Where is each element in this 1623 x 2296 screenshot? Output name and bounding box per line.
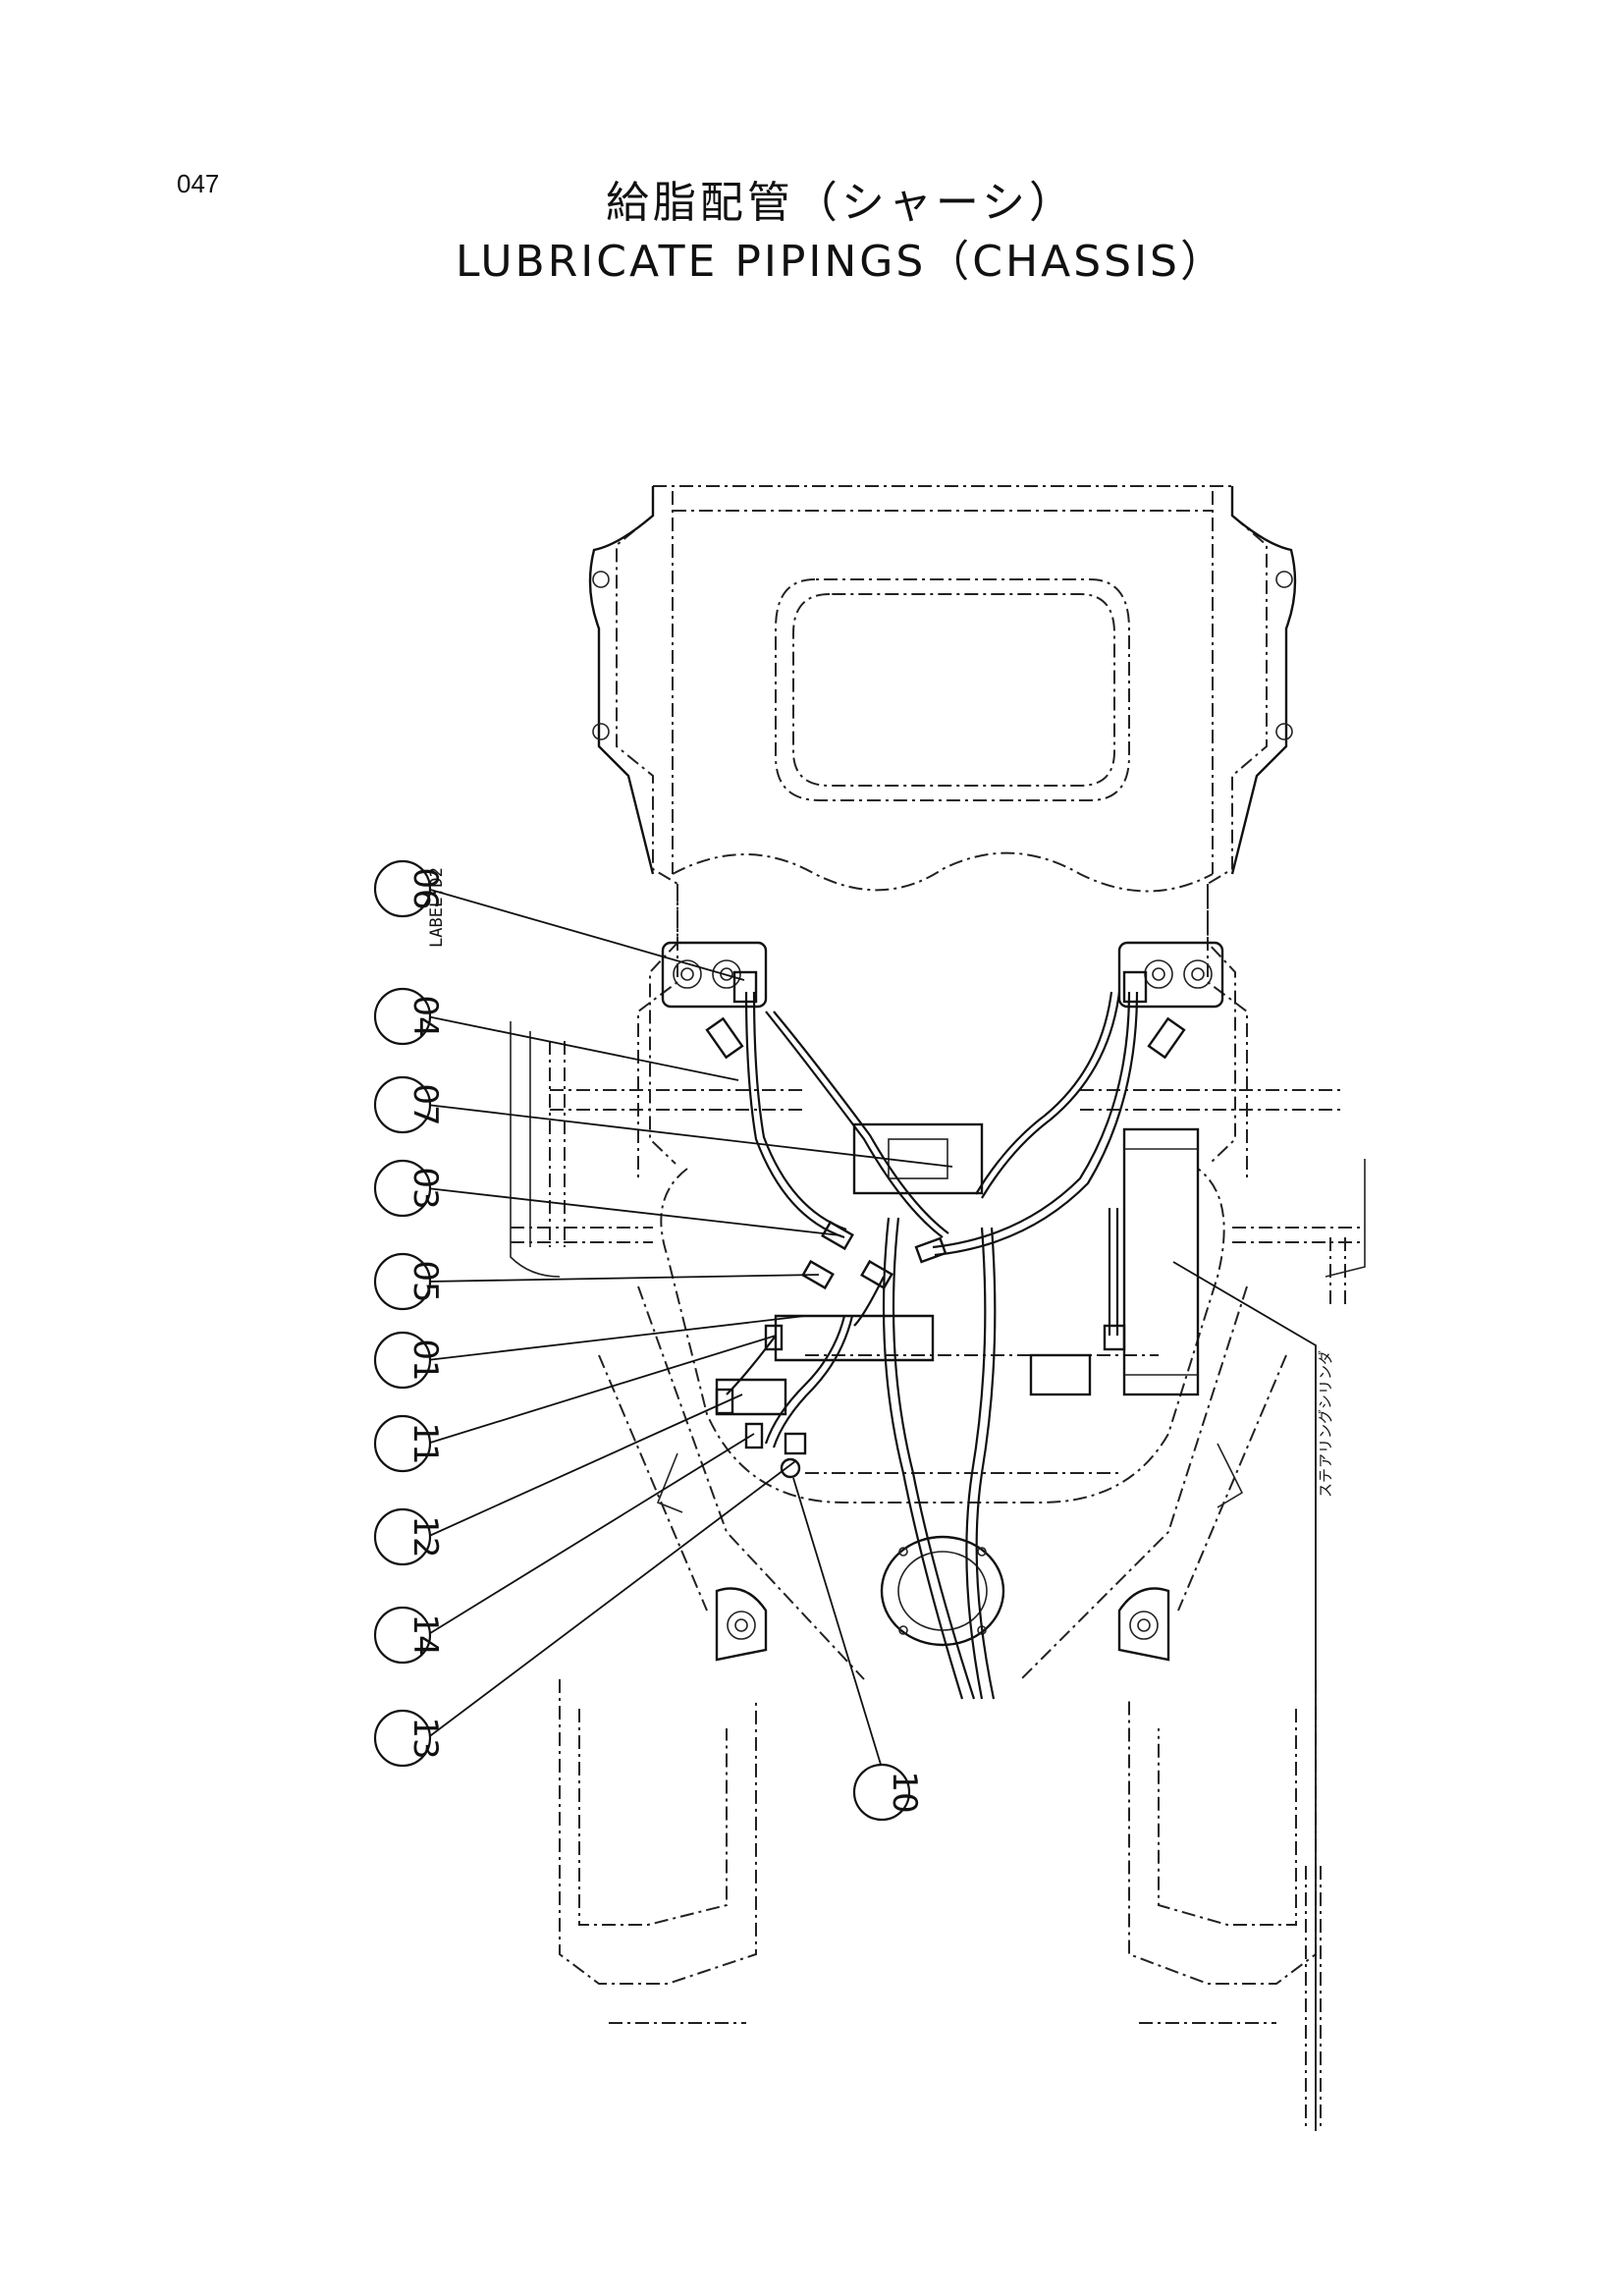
page-number: 047 — [177, 169, 220, 198]
chassis-frame — [511, 485, 1365, 2131]
page-title-japanese: 給脂配管（シャーシ） — [605, 178, 1077, 228]
callout-06: 06 — [373, 859, 445, 918]
callout-01-label: 01 — [406, 1339, 445, 1381]
callout-03: 03 — [373, 1159, 445, 1218]
callout-10-label: 10 — [885, 1771, 924, 1813]
callout-14: 14 — [373, 1606, 445, 1665]
callout-01: 01 — [373, 1331, 445, 1390]
callout-05-label: 05 — [406, 1260, 445, 1302]
callout-11-label: 11 — [406, 1422, 445, 1464]
side-label: LABEL;D2 — [427, 867, 447, 948]
page-title-english: LUBRICATE PIPINGS（CHASSIS） — [456, 237, 1226, 287]
callout-07-label: 07 — [406, 1083, 445, 1125]
callout-10: 10 — [852, 1763, 924, 1822]
callout-11: 11 — [373, 1414, 445, 1473]
callout-12: 12 — [373, 1507, 445, 1566]
grease-fittings — [705, 970, 1186, 1479]
leader-lines — [426, 888, 1317, 2131]
callout-03-label: 03 — [406, 1167, 445, 1209]
callout-14-label: 14 — [406, 1613, 445, 1656]
callout-12-label: 12 — [406, 1515, 445, 1558]
lubrication-hoses — [726, 991, 1139, 1700]
callout-07: 07 — [373, 1075, 445, 1134]
callout-06-label: 06 — [406, 867, 445, 909]
callout-04-label: 04 — [406, 995, 445, 1037]
callout-13-label: 13 — [406, 1717, 445, 1759]
callout-04: 04 — [373, 987, 445, 1046]
callout-13: 13 — [373, 1709, 445, 1768]
callout-05: 05 — [373, 1252, 445, 1311]
steering-cylinder-note: ステアリングシリンダ — [1317, 1350, 1334, 1498]
axle-outline — [510, 486, 1366, 1662]
